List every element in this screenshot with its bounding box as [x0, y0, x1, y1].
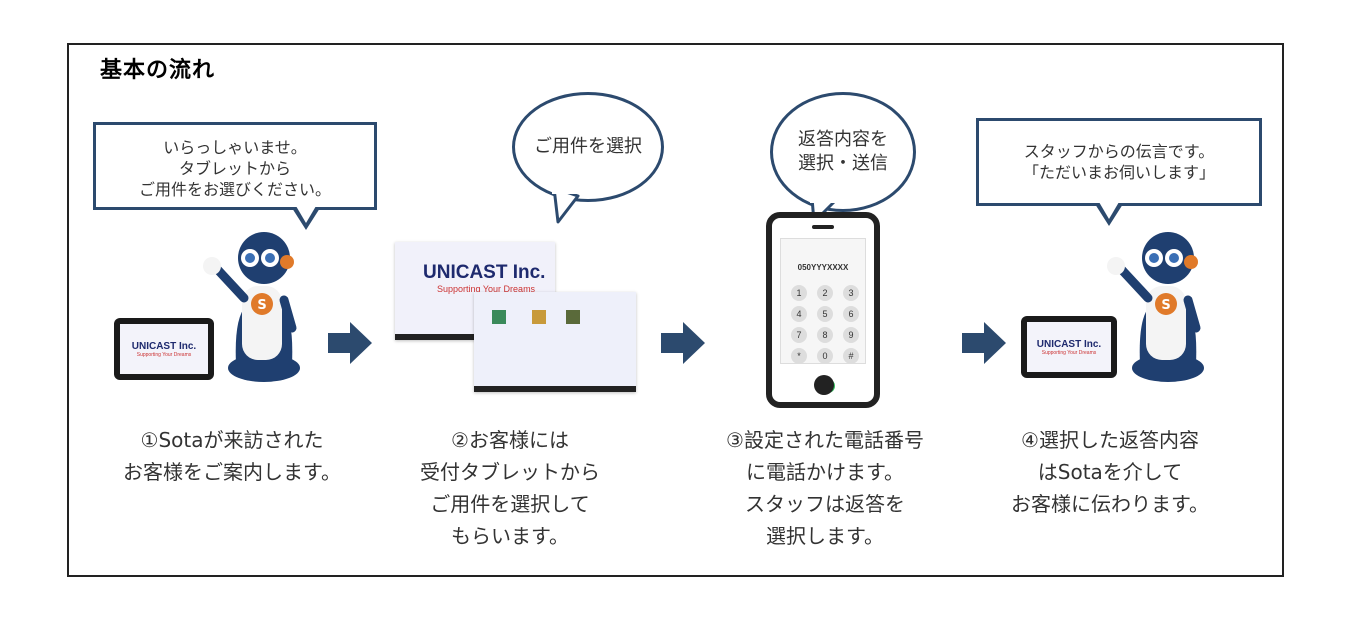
phone-number: 050YYYXXXX: [797, 263, 849, 272]
phone-key: 2: [817, 285, 833, 301]
phone-key: 4: [791, 306, 807, 322]
step3-caption: ③設定された電話番号 に電話かけます。 スタッフは返答を 選択します。: [700, 424, 950, 552]
phone-key: *: [791, 348, 807, 364]
caption-line: に電話かけます。: [746, 460, 904, 484]
caption-line: 選択します。: [766, 524, 884, 548]
caption-line: もらいます。: [451, 524, 569, 548]
caption-line: お客様に伝わります。: [1011, 492, 1209, 516]
phone-key: 6: [843, 306, 859, 322]
step1-tablet: UNICAST Inc. Supporting Your Dreams: [114, 318, 214, 380]
step3-bubble-line: 返答内容を: [798, 129, 888, 150]
step2-speech-bubble: ご用件を選択: [512, 92, 664, 202]
step1-speech-bubble: いらっしゃいませ。 タブレットから ご用件をお選びください。: [93, 122, 377, 230]
diagram-frame: [67, 43, 1284, 577]
phone-key: 1: [791, 285, 807, 301]
right-arrow-icon: [962, 322, 1006, 364]
phone-key: 5: [817, 306, 833, 322]
step4-caption: ④選択した返答内容 はSotaを介して お客様に伝わります。: [990, 424, 1230, 520]
phone-key: 7: [791, 327, 807, 343]
tablet-brand: UNICAST Inc.: [131, 340, 197, 352]
caption-line: スタッフは返答を: [745, 492, 905, 516]
phone-key: 8: [817, 327, 833, 343]
step4-tablet: UNICAST Inc. Supporting Your Dreams: [1021, 316, 1117, 378]
phone-key: 9: [843, 327, 859, 343]
phone-key: #: [843, 348, 859, 364]
phone-screen: 050YYYXXXX 1 2 3 4 5 6 7 8 9 * 0 #: [780, 238, 866, 393]
phone-home-button: [814, 375, 834, 395]
sota-robot-icon: S: [203, 232, 300, 382]
right-arrow-icon: [661, 322, 705, 364]
step2-caption: ②お客様には 受付タブレットから ご用件を選択して もらいます。: [390, 424, 630, 552]
right-arrow-icon: [328, 322, 372, 364]
diagram-title: 基本の流れ: [100, 58, 216, 83]
phone-key: 3: [843, 285, 859, 301]
step3-speech-bubble: 返答内容を 選択・送信: [770, 92, 916, 212]
svg-text:S: S: [1161, 298, 1170, 313]
caption-line: ②お客様には: [451, 428, 569, 452]
caption-line: ご用件を選択して: [430, 492, 590, 516]
step4-speech-bubble: スタッフからの伝言です。 「ただいまお伺いします」: [976, 118, 1262, 226]
step4-bubble-line: スタッフからの伝言です。: [1023, 142, 1215, 161]
caption-line: お客様をご案内します。: [123, 460, 341, 484]
step2-tablet-screen-front: [474, 292, 636, 392]
caption-line: 受付タブレットから: [420, 460, 600, 484]
phone-keypad: 1 2 3 4 5 6 7 8 9 * 0 #: [791, 285, 859, 364]
tablet-tagline: Supporting Your Dreams: [1041, 349, 1097, 356]
caption-line: ④選択した返答内容: [1021, 428, 1199, 452]
svg-text:S: S: [257, 298, 266, 313]
step1-caption: ①Sotaが来訪された お客様をご案内します。: [102, 424, 362, 488]
tablet-tagline: Supporting Your Dreams: [136, 351, 192, 358]
step3-bubble-line: 選択・送信: [798, 153, 888, 174]
tablet-tagline: Supporting Your Dreams: [437, 284, 536, 294]
caption-line: ③設定された電話番号: [726, 428, 924, 452]
step1-bubble-line: いらっしゃいませ。: [163, 138, 307, 157]
phone-key: 0: [817, 348, 833, 364]
caption-line: はSotaを介して: [1037, 460, 1183, 484]
step2-bubble-tail: [552, 188, 582, 224]
step1-bubble-line: タブレットから: [178, 159, 291, 178]
tablet-brand: UNICAST Inc.: [423, 262, 546, 283]
caption-line: ①Sotaが来訪された: [140, 428, 324, 452]
step2-bubble-line: ご用件を選択: [534, 136, 642, 157]
smartphone: 050YYYXXXX 1 2 3 4 5 6 7 8 9 * 0 #: [766, 212, 880, 408]
tablet-brand: UNICAST Inc.: [1036, 338, 1102, 350]
sota-robot-icon: S: [1107, 232, 1204, 382]
step1-bubble-line: ご用件をお選びください。: [138, 180, 331, 199]
step4-bubble-line: 「ただいまお伺いします」: [1022, 163, 1215, 182]
